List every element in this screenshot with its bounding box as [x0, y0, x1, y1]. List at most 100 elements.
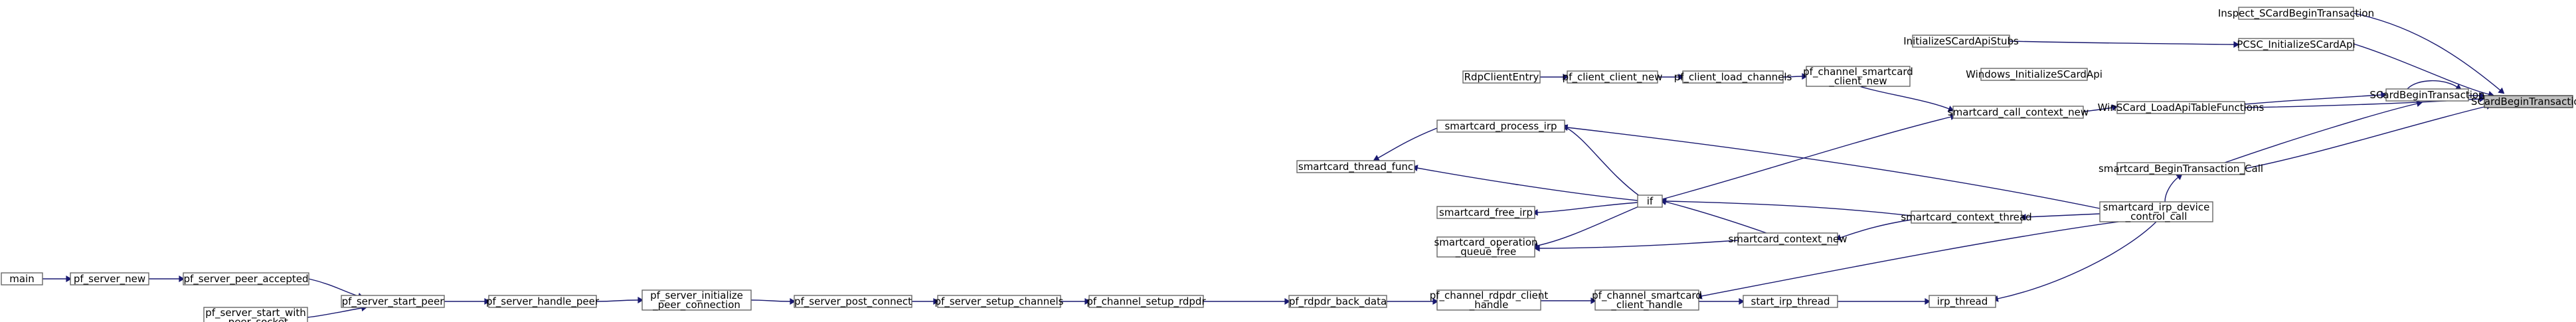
edge-rdp_entry-to-client_new [1540, 73, 1569, 81]
node-box [183, 272, 309, 285]
node-box [937, 295, 1061, 308]
node-if[interactable]: if [1637, 195, 1663, 208]
node-win-init[interactable]: Windows_InitializeSCardApi [1966, 68, 2103, 81]
node-rdpdr-handle[interactable]: pf_channel_rdpdr_client_handle [1430, 289, 1549, 311]
node-handle-peer[interactable]: pf_server_handle_peer [486, 295, 600, 308]
node-label: start_irp_thread [1751, 295, 1830, 308]
node-label: SCardBeginTransaction [2369, 89, 2484, 101]
edge-if-to-free_irp [1531, 202, 1638, 216]
edge-start_peer-to-handle_peer [444, 297, 491, 305]
node-label: smartcard_free_irp [1439, 206, 1533, 219]
node-ctx-thread[interactable]: smartcard_context_thread [1901, 210, 2032, 224]
edge-if-to-call_ctx [1662, 114, 1956, 200]
node-box [1743, 295, 1838, 308]
node-start-irp[interactable]: start_irp_thread [1743, 295, 1838, 308]
edge-sc_handle-to-start_irp [1698, 297, 1745, 305]
node-srv-new[interactable]: pf_server_new [70, 272, 149, 285]
node-irp-thread[interactable]: irp_thread [1929, 295, 1996, 308]
node-setup-ch[interactable]: pf_server_setup_channels [935, 295, 1064, 308]
node-label: pf_rdpdr_back_data [1289, 295, 1387, 308]
node-winscard[interactable]: WinSCard_LoadApiTableFunctions [2098, 101, 2265, 114]
node-box [2116, 162, 2245, 175]
node-init-stubs[interactable]: InitializeSCardApiStubs [1903, 35, 2019, 48]
edge-irp_dev-to-ctx_thread [2019, 213, 2101, 221]
node-label: pf_server_peer_accepted [184, 273, 309, 285]
edge-load_ch-to-ch_sc_new [1782, 72, 1808, 80]
node-sbt[interactable]: SCardBeginTransaction [2369, 88, 2485, 102]
node-box [1088, 295, 1204, 308]
node-pcsc[interactable]: PCSC_InitializeSCardApi [2237, 38, 2356, 51]
node-box [1952, 106, 2084, 119]
node-label: Windows_InitializeSCardApi [1966, 68, 2103, 81]
edge-ctx_thread-to-if [1660, 197, 1912, 216]
edge-proc_irp-to-thread_func [1373, 127, 1438, 161]
node-label: smartcard_thread_func [1298, 161, 1413, 173]
node-irp-dev[interactable]: smartcard_irp_device_control_call [2099, 201, 2213, 223]
node-box [2116, 101, 2245, 114]
node-root[interactable]: SCardBeginTransaction [2471, 95, 2576, 108]
node-box [203, 307, 308, 322]
node-label: smartcard_operation [1434, 236, 1537, 249]
node-op-queue[interactable]: smartcard_operation_queue_free [1434, 236, 1537, 258]
edge-call_ctx-to-winscard [2083, 104, 2118, 112]
edge-main-to-srv_new [42, 275, 72, 283]
edge-client_new-to-load_ch [1658, 73, 1685, 81]
edge-post_conn-to-setup_ch [911, 297, 940, 305]
node-setup-rdpdr[interactable]: pf_channel_setup_rdpdr [1086, 295, 1206, 308]
edge-ch_sc_new-to-call_ctx [1859, 86, 1954, 112]
node-inspect[interactable]: Inspect_SCardBeginTransaction [2218, 7, 2374, 20]
node-main[interactable]: main [1, 272, 43, 285]
node-box [1594, 289, 1699, 311]
edge-rdpdr_back-to-rdpdr_handle [1386, 297, 1439, 305]
node-label: smartcard_context_thread [1901, 211, 2031, 224]
nodes-layer: SCardBeginTransaction Inspect_SCardBeginT… [1, 7, 2576, 322]
edge-if-to-thread_func [1411, 165, 1638, 201]
node-ctx-new[interactable]: smartcard_context_new [1728, 232, 1847, 246]
node-rdpdr-back[interactable]: pf_rdpdr_back_data [1288, 295, 1387, 308]
node-label: pf_server_initialize [650, 289, 743, 302]
node-peer-acc[interactable]: pf_server_peer_accepted [183, 272, 309, 285]
edge-irp_dev-to-sc_btc [2164, 173, 2183, 202]
node-init-peer[interactable]: pf_server_initialize_peer_connection [642, 289, 752, 311]
edge-setup_rdpdr-to-rdpdr_back [1203, 297, 1291, 305]
node-sc-btc[interactable]: smartcard_BeginTransaction_Call [2099, 162, 2263, 175]
node-box [341, 295, 445, 308]
edge-sc_btc-to-sbt [2224, 100, 2423, 163]
node-box [1980, 68, 2088, 81]
node-label: WinSCard_LoadApiTableFunctions [2098, 102, 2265, 114]
node-sc-handle[interactable]: pf_channel_smartcard_client_handle [1592, 289, 1702, 311]
node-label: pf_channel_smartcard [1592, 289, 1702, 302]
node-box [1567, 70, 1658, 84]
node-label: pf_client_load_channels [1674, 71, 1792, 84]
node-start-with[interactable]: pf_server_start_with_peer_socket [203, 307, 308, 322]
node-start-peer[interactable]: pf_server_start_peer [341, 295, 445, 308]
node-label: RdpClientEntry [1464, 71, 1539, 83]
node-label: SCardBeginTransaction [2471, 96, 2576, 108]
edge-init_peer-to-post_conn [750, 297, 796, 305]
node-call-ctx[interactable]: smartcard_call_context_new [1948, 106, 2089, 119]
node-free-irp[interactable]: smartcard_free_irp [1436, 206, 1535, 219]
node-label: Inspect_SCardBeginTransaction [2218, 7, 2374, 20]
node-client-new[interactable]: pf_client_client_new [1563, 70, 1663, 84]
node-box [2238, 38, 2354, 51]
node-label: irp_thread [1937, 295, 1988, 308]
node-box [1, 272, 43, 285]
node-label: PCSC_InitializeSCardApi [2237, 39, 2355, 51]
node-proc-irp[interactable]: smartcard_process_irp [1436, 120, 1565, 133]
node-box [2238, 7, 2354, 20]
edge-inspect-to-root [2353, 13, 2505, 94]
node-label: pf_channel_setup_rdpdr [1086, 295, 1206, 308]
node-post-conn[interactable]: pf_server_post_connect [794, 295, 912, 308]
node-thread-func[interactable]: smartcard_thread_func [1296, 160, 1415, 173]
node-label: _client_new [1828, 75, 1887, 88]
node-label: _queue_free [1455, 246, 1517, 258]
node-ch-sc-new[interactable]: pf_channel_smartcard_client_new [1803, 66, 1913, 88]
node-label: _peer_connection [652, 299, 740, 311]
edge-init_stubs-to-pcsc [2009, 40, 2240, 48]
node-box [1911, 210, 2022, 224]
node-label: pf_channel_rdpdr_client [1430, 289, 1549, 302]
node-label: smartcard_process_irp [1444, 120, 1557, 133]
node-rdp-entry[interactable]: RdpClientEntry [1462, 70, 1541, 84]
node-load-ch[interactable]: pf_client_load_channels [1674, 70, 1792, 84]
node-label: _peer_socket [222, 316, 288, 322]
